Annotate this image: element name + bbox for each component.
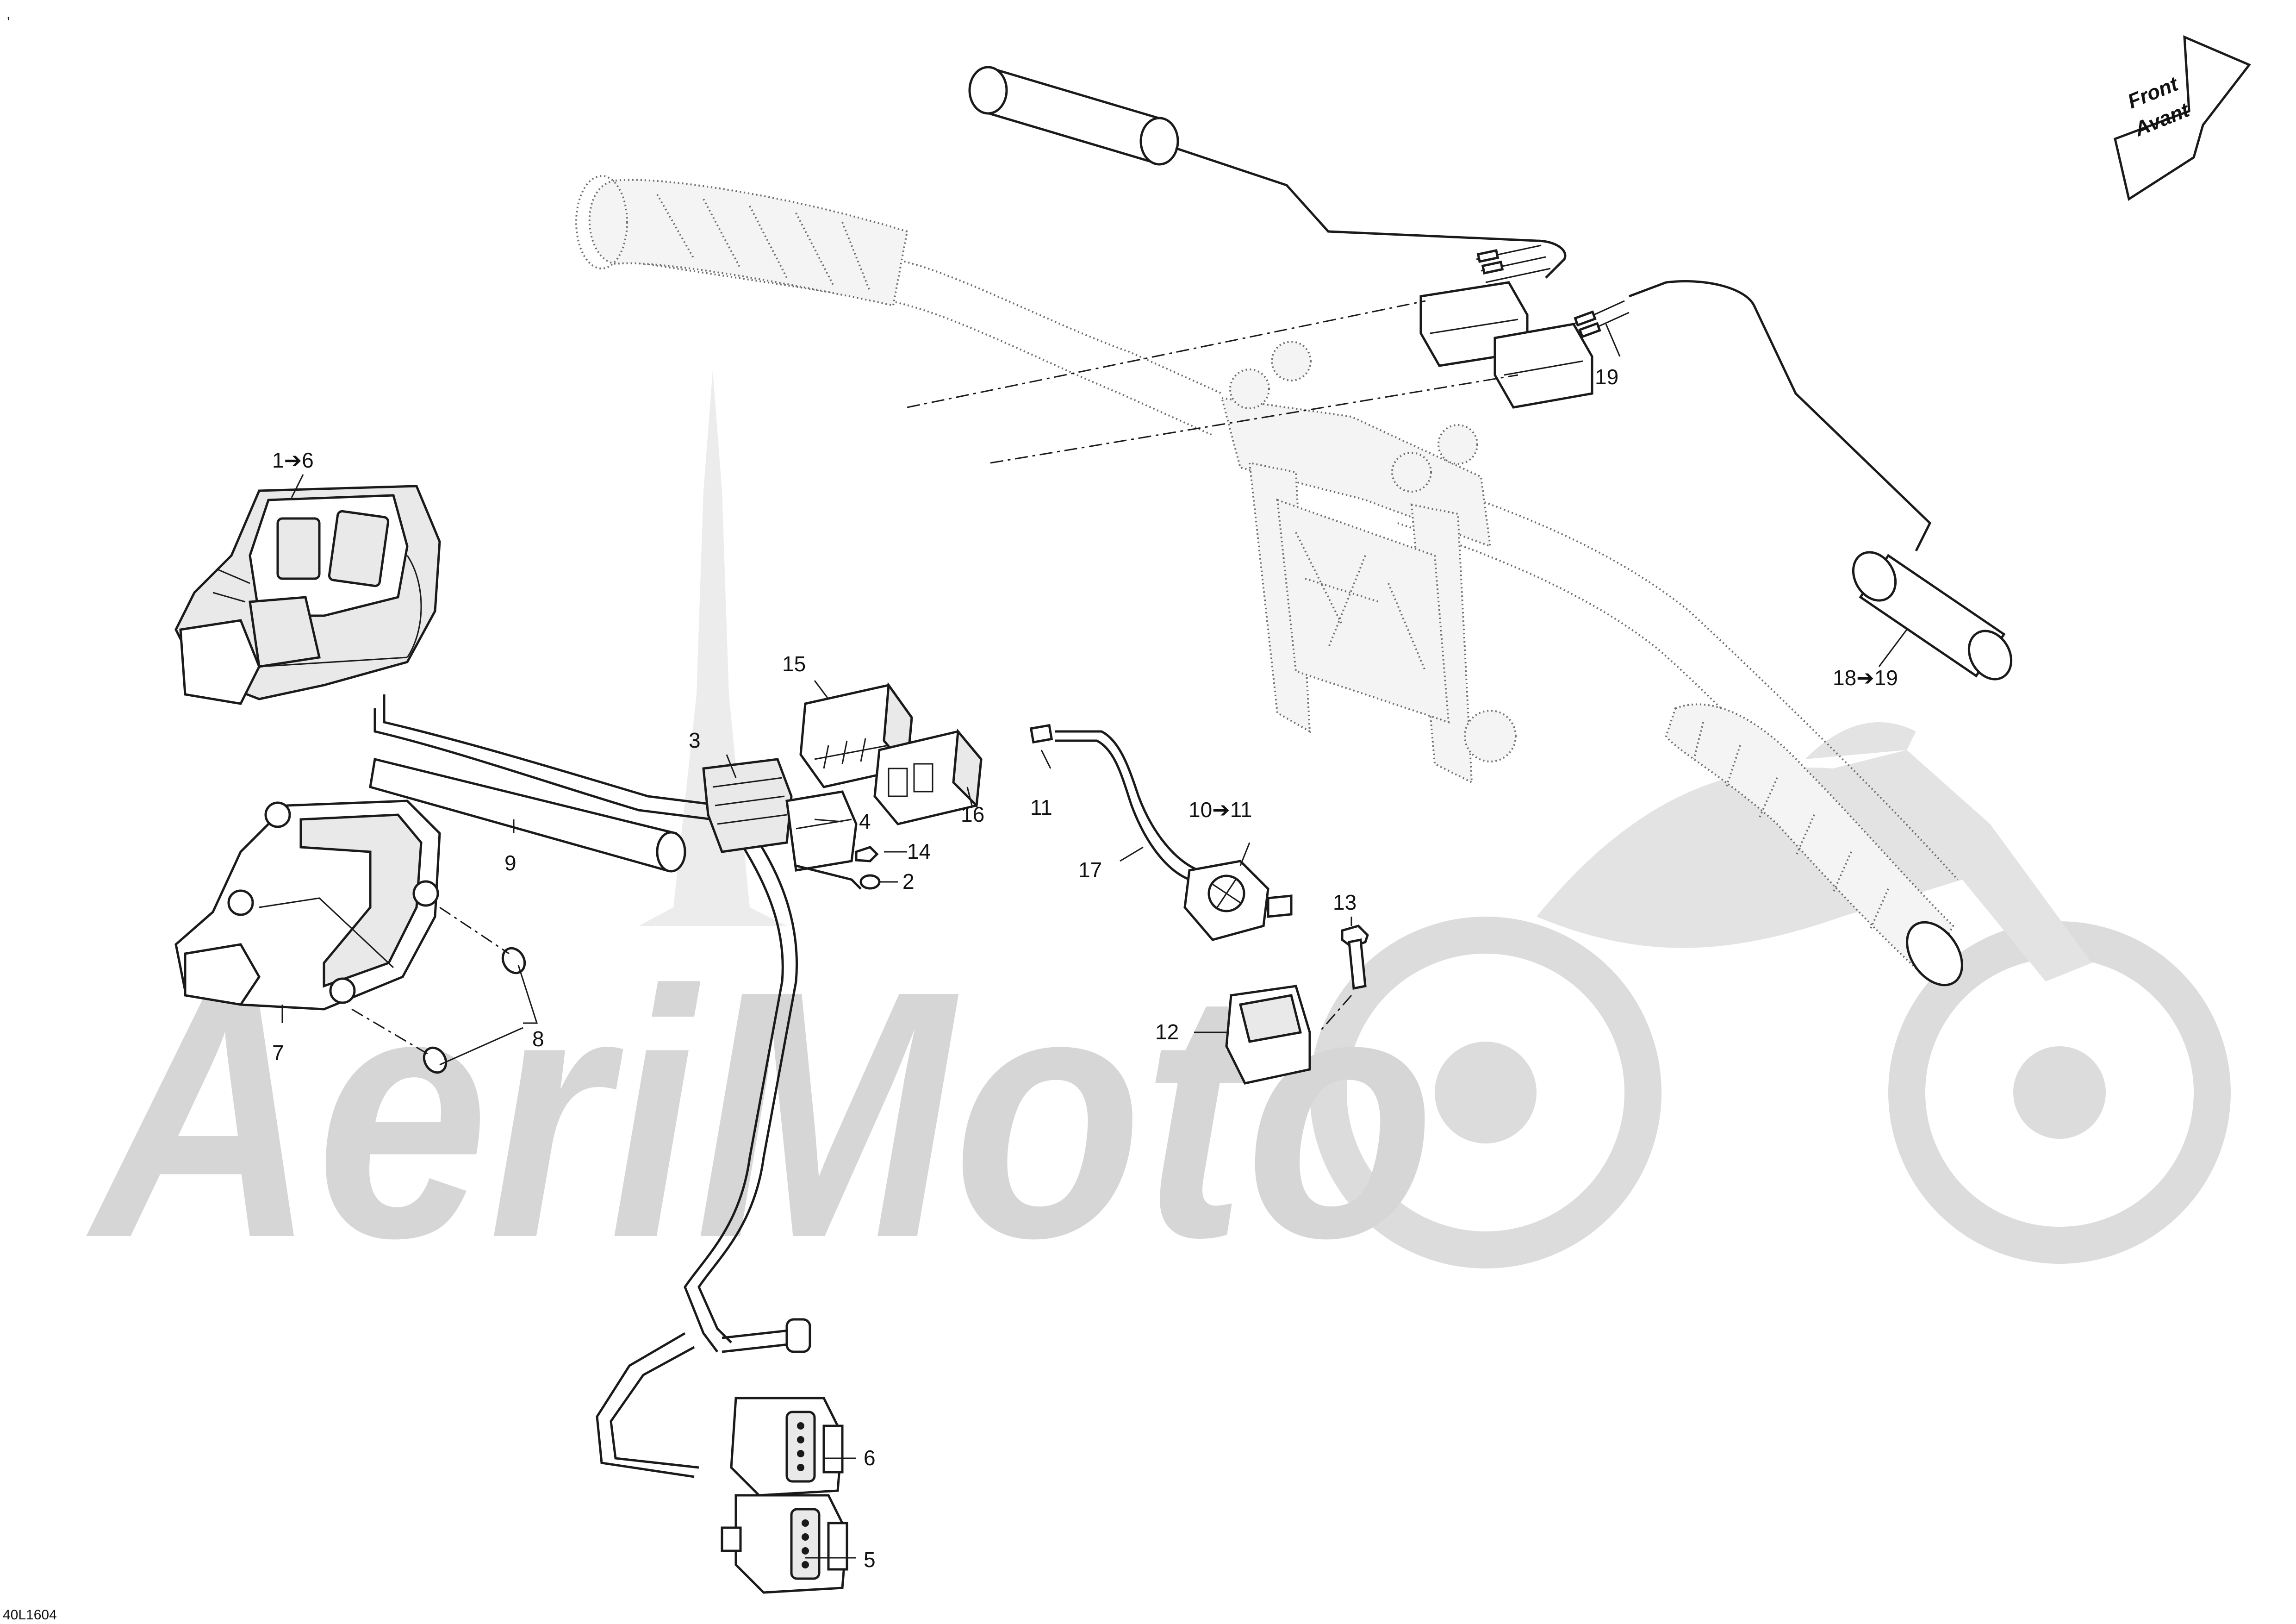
connectors-ghost xyxy=(1419,281,1593,409)
figure-reference: 40L1604 xyxy=(3,1607,57,1623)
callout-14: 14 xyxy=(907,839,931,863)
housing-cover-7 xyxy=(174,800,441,1011)
callout-8: 8 xyxy=(532,1027,544,1051)
callout-9: 9 xyxy=(504,851,516,875)
grip-heating-element-right xyxy=(1629,280,2013,681)
top-mark: , xyxy=(6,6,10,22)
cap-12 xyxy=(1225,985,1311,1085)
leader-lines xyxy=(281,324,1908,1559)
callout-16: 16 xyxy=(961,802,984,826)
phantom-line-15 xyxy=(907,300,1426,408)
screw-14 xyxy=(855,846,879,862)
callout-3: 3 xyxy=(689,728,701,752)
callout-5: 5 xyxy=(864,1548,876,1572)
riser-clamp-ghost xyxy=(1220,341,1517,784)
callout-15: 15 xyxy=(782,652,806,676)
callout-1-6: 1➔6 xyxy=(272,448,314,472)
switch-housing-assembly xyxy=(174,485,441,705)
callout-18-19: 18➔19 xyxy=(1833,666,1898,690)
watermark-wheel-rear-icon xyxy=(1310,917,1661,1268)
switch-wire-harness xyxy=(373,694,811,1478)
left-grip-ghost xyxy=(588,179,908,307)
callout-4: 4 xyxy=(859,809,871,833)
handlebar-ghost xyxy=(575,175,1963,987)
harness-connector-3-4 xyxy=(702,758,881,890)
sensor-10-11 xyxy=(1029,724,1293,941)
callout-10-11: 10➔11 xyxy=(1188,798,1252,822)
callout-11: 11 xyxy=(1030,795,1052,819)
front-direction-arrow: Front Avant xyxy=(2114,35,2251,201)
callout-6: 6 xyxy=(864,1446,876,1470)
protective-tube-9 xyxy=(369,757,686,873)
connector-6 xyxy=(730,1397,844,1497)
grip-heating-element-left xyxy=(968,66,1567,279)
callout-labels: 1➔6 3 4 14 2 9 7 8 6 5 15 16 11 10➔11 17… xyxy=(272,365,1898,1572)
callout-17: 17 xyxy=(1078,858,1102,882)
connector-16 xyxy=(873,728,983,825)
pin-terminals xyxy=(1476,244,1630,338)
pin-13 xyxy=(1318,924,1369,1033)
callout-2: 2 xyxy=(902,869,915,893)
callout-19: 19 xyxy=(1595,365,1618,389)
callout-13: 13 xyxy=(1333,890,1356,914)
callout-12: 12 xyxy=(1155,1020,1179,1044)
callout-7: 7 xyxy=(272,1041,284,1065)
connector-5 xyxy=(721,1494,848,1594)
